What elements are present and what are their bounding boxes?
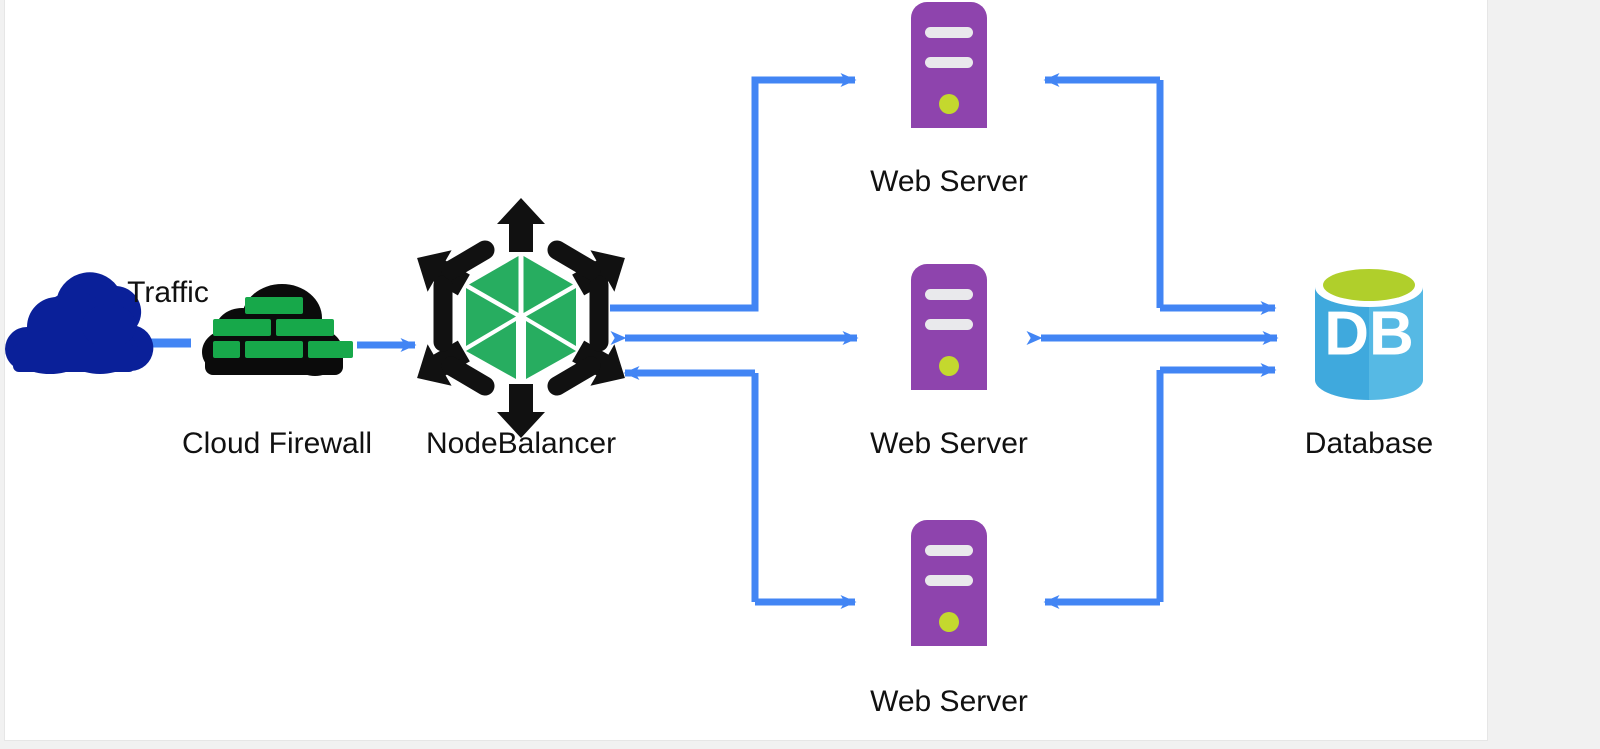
node-web-server-3[interactable]: Web Server: [870, 520, 1028, 718]
node-label-database: Database: [1305, 427, 1433, 460]
node-label-cloud-firewall: Cloud Firewall: [182, 427, 372, 460]
cloud-firewall-icon: [202, 284, 353, 376]
node-label-web-server-1: Web Server: [870, 165, 1028, 198]
database-label-text: DB: [1324, 299, 1414, 368]
edge-server3-to-db: [1043, 363, 1277, 609]
node-web-server-1[interactable]: Web Server: [870, 2, 1028, 198]
node-web-server-2[interactable]: Web Server: [870, 264, 1028, 460]
node-label-nodebalancer: NodeBalancer: [426, 427, 616, 460]
node-nodebalancer[interactable]: NodeBalancer: [405, 198, 637, 460]
server-icon: [911, 2, 987, 128]
server-icon: [911, 264, 987, 390]
server-icon: [911, 520, 987, 646]
nodebalancer-icon: [417, 198, 625, 438]
edge-balancer-to-server3: [623, 366, 857, 609]
node-label-web-server-2: Web Server: [870, 427, 1028, 460]
node-cloud-firewall[interactable]: Cloud Firewall: [182, 284, 372, 460]
edge-server1-to-db: [1043, 73, 1277, 315]
architecture-diagram: Traffic: [5, 2, 1433, 718]
node-traffic-cloud[interactable]: [5, 272, 154, 374]
edge-balancer-to-server1: [610, 73, 857, 312]
node-database[interactable]: DB Database: [1305, 267, 1433, 460]
node-label-web-server-3: Web Server: [870, 685, 1028, 718]
edge-label-traffic: Traffic: [127, 276, 209, 309]
database-icon: DB: [1315, 267, 1423, 400]
diagram-canvas-panel: Traffic: [4, 0, 1488, 741]
cloud-icon: [5, 272, 154, 374]
